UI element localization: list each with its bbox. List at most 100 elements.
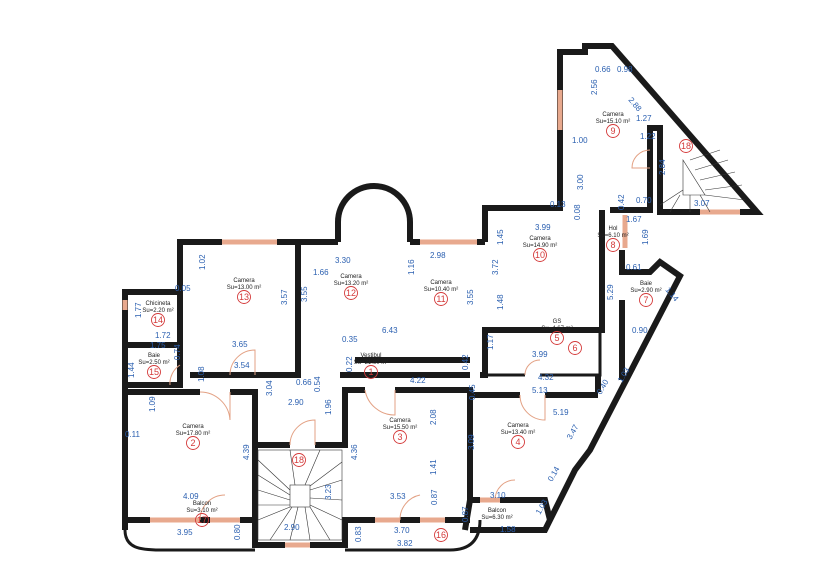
room-number-circle bbox=[344, 286, 358, 300]
dimension-label: 1.41 bbox=[429, 459, 438, 475]
dimension-label: 0.08 bbox=[573, 204, 582, 220]
room-number: 1 bbox=[368, 367, 373, 377]
dimension-label: 3.07 bbox=[694, 199, 710, 208]
room-name: GS bbox=[553, 319, 562, 325]
dimension-label: 1.17 bbox=[486, 334, 495, 350]
dimension-label: 3.47 bbox=[565, 423, 581, 441]
dimension-label: 1.72 bbox=[155, 331, 171, 340]
dimension-label: 1.77 bbox=[134, 302, 143, 318]
room-area: Su=21.60 m² bbox=[354, 360, 389, 366]
dimension-label: 0.90 bbox=[632, 326, 648, 335]
room-number: 15 bbox=[149, 367, 159, 377]
room-number-circle bbox=[364, 365, 378, 379]
room-name: Balcon bbox=[488, 508, 506, 514]
room-number-circle bbox=[511, 435, 525, 449]
room-number-circle bbox=[147, 365, 161, 379]
room-area: Su=4.67 m² bbox=[541, 326, 572, 332]
room-number-circle bbox=[550, 331, 564, 345]
dimension-label: 5.29 bbox=[606, 284, 615, 300]
dimension-label: 2.98 bbox=[430, 251, 446, 260]
dimension-label: 0.42 bbox=[461, 354, 470, 370]
dimension-label: 0.87 bbox=[430, 489, 439, 505]
dimension-label: 1.96 bbox=[324, 399, 333, 415]
room-number-circle bbox=[606, 238, 620, 252]
room-name: Camera bbox=[389, 418, 411, 424]
dimension-label: 1.48 bbox=[496, 294, 505, 310]
room-number-circle bbox=[679, 139, 693, 153]
room-number: 17 bbox=[197, 515, 207, 525]
windows bbox=[122, 90, 740, 548]
room-number: 6 bbox=[572, 343, 577, 353]
dimension-label: 3.04 bbox=[265, 380, 274, 396]
room-number-circle bbox=[639, 293, 653, 307]
dimension-label: 4.36 bbox=[350, 444, 359, 460]
dimension-label: 3.99 bbox=[535, 223, 551, 232]
dimension-label: 3.00 bbox=[576, 174, 585, 190]
room-area: Su=13.40 m² bbox=[501, 430, 536, 436]
room-name: Baie bbox=[640, 281, 653, 287]
dimension-label: 4.22 bbox=[410, 376, 426, 385]
dimension-label: 1.16 bbox=[407, 259, 416, 275]
dimension-label: 1.75 bbox=[150, 341, 166, 350]
room-area: Su=6.10 m² bbox=[597, 233, 628, 239]
dimension-label: 0.83 bbox=[354, 526, 363, 542]
room-number-circle bbox=[434, 528, 448, 542]
dimension-label: 0.22 bbox=[345, 356, 354, 372]
dimension-label: 0.66 bbox=[296, 378, 312, 387]
dimension-label: 3.10 bbox=[490, 491, 506, 500]
room-name: Balcon bbox=[193, 501, 211, 507]
room-number-circle bbox=[195, 513, 209, 527]
dimension-label: 3.53 bbox=[390, 492, 406, 501]
dimension-label: 3.95 bbox=[177, 528, 193, 537]
room-area: Su=2.20 m² bbox=[142, 308, 173, 314]
dimension-label: 0.61 bbox=[626, 263, 642, 272]
dimension-label: 0.54 bbox=[313, 376, 322, 392]
dimension-label: 3.54 bbox=[234, 361, 250, 370]
dimension-label: 2.08 bbox=[429, 409, 438, 425]
room-name: Hol bbox=[608, 226, 617, 232]
room-area: Su=14.90 m² bbox=[523, 243, 558, 249]
room-number: 9 bbox=[610, 126, 615, 136]
staircase-upper bbox=[659, 149, 746, 213]
dimension-label: 5.19 bbox=[553, 408, 569, 417]
room-number: 11 bbox=[436, 294, 445, 304]
room-area: Su=10.40 m² bbox=[424, 287, 459, 293]
dimension-label: 4.39 bbox=[242, 444, 251, 460]
dimension-label: 3.65 bbox=[232, 340, 248, 349]
dimension-label: 1.58 bbox=[500, 525, 516, 534]
dimension-label: 1.09 bbox=[148, 396, 157, 412]
dimension-label: 0.66 bbox=[595, 65, 611, 74]
dimension-label: 1.08 bbox=[197, 366, 206, 382]
room-name: Camera bbox=[182, 424, 204, 430]
room-name: Camera bbox=[602, 112, 624, 118]
dimension-label: 0.87 bbox=[461, 506, 470, 522]
dimension-label: 4.09 bbox=[183, 492, 199, 501]
room-area: Su=2.50 m² bbox=[138, 360, 169, 366]
room-number: 13 bbox=[239, 292, 249, 302]
room-number: 5 bbox=[554, 333, 559, 343]
room-name: Camera bbox=[233, 278, 255, 284]
dimension-label: 2.88 bbox=[626, 96, 643, 114]
dimension-label: 1.27 bbox=[636, 114, 652, 123]
room-area: Su=13.20 m² bbox=[334, 281, 369, 287]
room-number: 14 bbox=[153, 315, 163, 325]
room-number: 3 bbox=[397, 432, 402, 442]
dimension-label: 1.44 bbox=[127, 362, 136, 378]
room-area: Su=15.50 m² bbox=[383, 425, 418, 431]
dimension-label: 1.66 bbox=[313, 268, 329, 277]
room-name: Camera bbox=[529, 236, 551, 242]
dimension-label: 0.45 bbox=[468, 384, 477, 400]
room-area: Su=15.10 m² bbox=[596, 119, 631, 125]
room-number-circle bbox=[292, 453, 306, 467]
